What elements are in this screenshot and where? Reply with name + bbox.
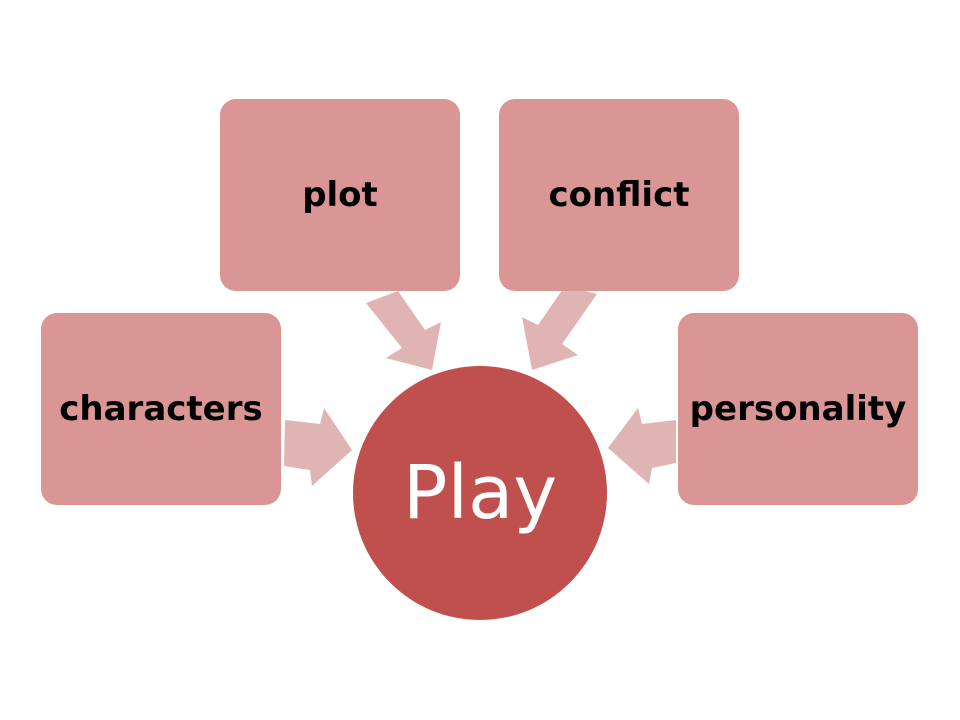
arrow-conflict-to-play bbox=[522, 286, 597, 370]
node-personality: personality bbox=[678, 313, 918, 505]
arrow-characters-to-play bbox=[284, 408, 352, 486]
node-plot-label: plot bbox=[302, 175, 378, 215]
center-node-play: Play bbox=[353, 366, 607, 620]
node-conflict: conflict bbox=[499, 99, 739, 291]
node-characters: characters bbox=[41, 313, 281, 505]
node-conflict-label: conflict bbox=[548, 175, 690, 215]
center-node-label: Play bbox=[402, 450, 558, 536]
node-characters-label: characters bbox=[59, 389, 263, 429]
node-personality-label: personality bbox=[689, 389, 907, 429]
node-plot: plot bbox=[220, 99, 460, 291]
arrow-personality-to-play bbox=[608, 408, 676, 484]
arrow-plot-to-play bbox=[366, 291, 441, 370]
